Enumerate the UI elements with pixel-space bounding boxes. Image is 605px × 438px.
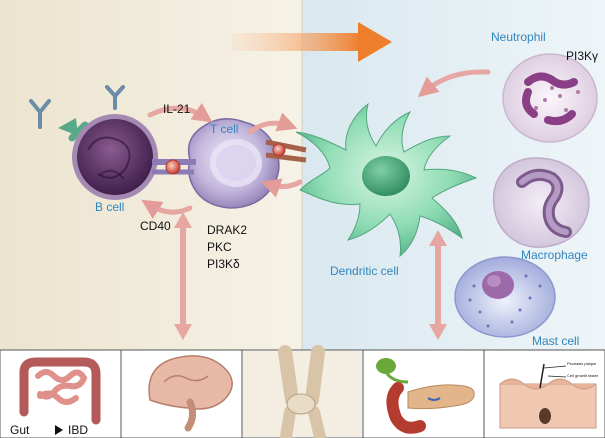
mast-cell [454, 256, 556, 338]
pi3k-delta-label: PI3Kδ [207, 257, 240, 271]
ibd-label: IBD [68, 423, 89, 437]
cd40-label: CD40 [140, 219, 171, 233]
gut-illustration [19, 357, 101, 425]
joint-illustration [243, 345, 362, 438]
mast-cell-label: Mast cell [532, 334, 580, 348]
secretion-arrow [58, 118, 89, 142]
skin-annotation: Psoriasis plaque [567, 361, 597, 366]
macrophage-label: Macrophage [521, 248, 588, 262]
dendritic-cell-label: Dendritic cell [330, 264, 399, 278]
neutrophil [502, 53, 598, 143]
dendritic-cell [295, 102, 478, 258]
pi3k-gamma-label: PI3Kγ [566, 49, 599, 63]
b-cell-label: B cell [95, 200, 125, 214]
t-cell [187, 118, 280, 209]
interaction-arrows [417, 69, 491, 340]
gut-label: Gut [10, 423, 30, 437]
interaction-arrows [141, 102, 303, 340]
direction-arrow [232, 22, 392, 62]
drak2-label: DRAK2 [207, 223, 248, 237]
t-cell-label: T cell [210, 122, 239, 136]
pointer-icon [55, 425, 63, 435]
skin-annotation: Cell growth faster [567, 373, 599, 378]
pkc-label: PKC [207, 240, 232, 254]
immune-synapse [152, 159, 196, 175]
neutrophil-label: Neutrophil [491, 30, 546, 44]
antibody-icon [29, 85, 125, 129]
b-cell [72, 114, 158, 200]
tissue-strip [0, 345, 605, 438]
brain-illustration [148, 355, 233, 432]
skin-illustration [499, 363, 597, 429]
immune-synapse [265, 139, 307, 163]
macrophage [492, 157, 590, 248]
pancreas-illustration [376, 358, 475, 434]
il21-label: IL-21 [163, 102, 191, 116]
